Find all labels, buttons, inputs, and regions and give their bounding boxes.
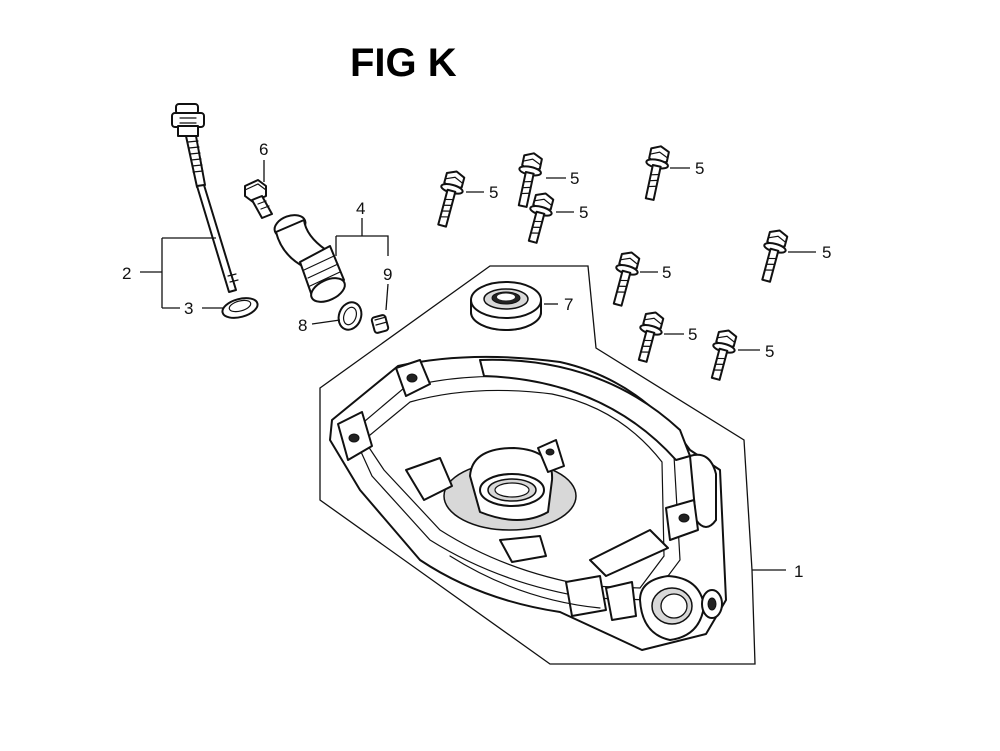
oil-seal-part-7 [470, 281, 542, 331]
callout-5-d: 5 [695, 159, 704, 178]
oring-part-3 [221, 297, 259, 319]
leader-lines [140, 160, 816, 665]
figure-title: FIG K [350, 41, 457, 85]
callout-7: 7 [564, 295, 573, 314]
callout-1: 1 [794, 562, 803, 581]
callout-4: 4 [356, 199, 365, 218]
flange-bolts-part-5 [437, 145, 789, 381]
callout-6: 6 [259, 140, 268, 159]
crankcase-cover-part-1 [329, 355, 727, 651]
callout-5-e: 5 [822, 243, 831, 262]
bolt-part-6 [244, 179, 273, 219]
callout-5-h: 5 [765, 342, 774, 361]
callout-labels: 1 2 3 4 6 7 8 9 5 5 5 5 5 5 5 5 [122, 140, 831, 581]
dipstick-part-2 [171, 103, 239, 293]
elbow-fitting-part-4 [273, 214, 346, 303]
callout-8: 8 [298, 316, 307, 335]
callout-9: 9 [383, 265, 392, 284]
callout-5-c: 5 [579, 203, 588, 222]
callout-5-a: 5 [489, 183, 498, 202]
oring-part-8 [337, 301, 363, 331]
callout-5-b: 5 [570, 169, 579, 188]
callout-3: 3 [184, 299, 193, 318]
callout-5-g: 5 [688, 325, 697, 344]
callout-2: 2 [122, 264, 131, 283]
callout-5-f: 5 [662, 263, 671, 282]
collar-part-9 [370, 314, 390, 334]
